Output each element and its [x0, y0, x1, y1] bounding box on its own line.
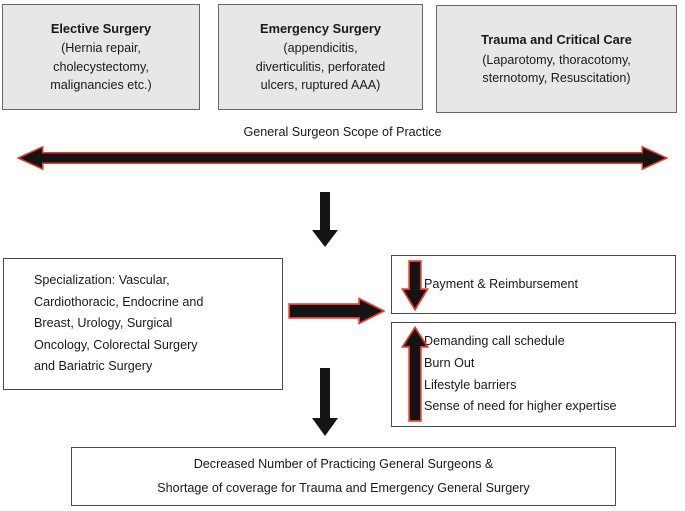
- box-workforce-barriers-line-3: Lifestyle barriers: [424, 377, 517, 392]
- box-outcome-summary: Decreased Number of Practicing General S…: [71, 447, 616, 506]
- box-emergency-surgery-line-1: (appendicitis,: [283, 41, 358, 56]
- box-specialization: Specialization: Vascular, Cardiothoracic…: [3, 258, 283, 390]
- box-outcome-summary-line-2: Shortage of coverage for Trauma and Emer…: [157, 480, 530, 495]
- box-payment-reimbursement-line-1: Payment & Reimbursement: [424, 276, 578, 291]
- box-trauma-critical-care-line-2: sternotomy, Resuscitation): [482, 70, 631, 85]
- down-arrow-to-outcome: [312, 368, 338, 436]
- box-emergency-surgery-line-3: ulcers, ruptured AAA): [260, 77, 381, 92]
- box-specialization-line-2: Cardiothoracic, Endocrine and: [34, 294, 204, 309]
- box-elective-surgery-line-1: (Hernia repair,: [61, 41, 141, 56]
- box-workforce-barriers-line-2: Burn Out: [424, 355, 475, 370]
- box-trauma-critical-care-line-1: (Laparotomy, thoracotomy,: [482, 52, 631, 67]
- double-headed-scope-arrow: [16, 145, 669, 171]
- box-emergency-surgery-title: Emergency Surgery: [260, 20, 381, 36]
- box-emergency-surgery-line-2: diverticulitis, perforated: [255, 59, 386, 74]
- box-specialization-line-3: Breast, Urology, Surgical: [34, 316, 173, 331]
- box-workforce-barriers-line-4: Sense of need for higher expertise: [424, 399, 617, 414]
- up-arrow-barriers-increase: [400, 325, 430, 422]
- box-payment-reimbursement: Payment & Reimbursement: [391, 255, 676, 314]
- box-emergency-surgery: Emergency Surgery (appendicitis, diverti…: [218, 4, 423, 110]
- down-arrow-to-specialization: [312, 192, 338, 247]
- box-workforce-barriers: Demanding call schedule Burn Out Lifesty…: [391, 322, 676, 427]
- box-elective-surgery: Elective Surgery (Hernia repair, cholecy…: [2, 4, 200, 110]
- box-outcome-summary-line-1: Decreased Number of Practicing General S…: [193, 456, 494, 471]
- box-trauma-critical-care: Trauma and Critical Care (Laparotomy, th…: [436, 5, 677, 113]
- box-elective-surgery-line-3: malignancies etc.): [50, 77, 152, 92]
- right-arrow-specialization-to-factors: [288, 297, 386, 325]
- box-trauma-critical-care-title: Trauma and Critical Care: [481, 31, 632, 47]
- box-specialization-line-1: Specialization: Vascular,: [34, 272, 170, 287]
- box-elective-surgery-line-2: cholecystectomy,: [53, 59, 149, 74]
- box-specialization-line-5: and Bariatric Surgery: [34, 359, 153, 374]
- box-specialization-line-4: Oncology, Colorectal Surgery: [34, 337, 198, 352]
- box-workforce-barriers-line-1: Demanding call schedule: [424, 334, 565, 349]
- down-arrow-payment-decrease: [400, 260, 430, 312]
- scope-of-practice-label: General Surgeon Scope of Practice: [243, 125, 442, 139]
- box-elective-surgery-title: Elective Surgery: [50, 20, 152, 36]
